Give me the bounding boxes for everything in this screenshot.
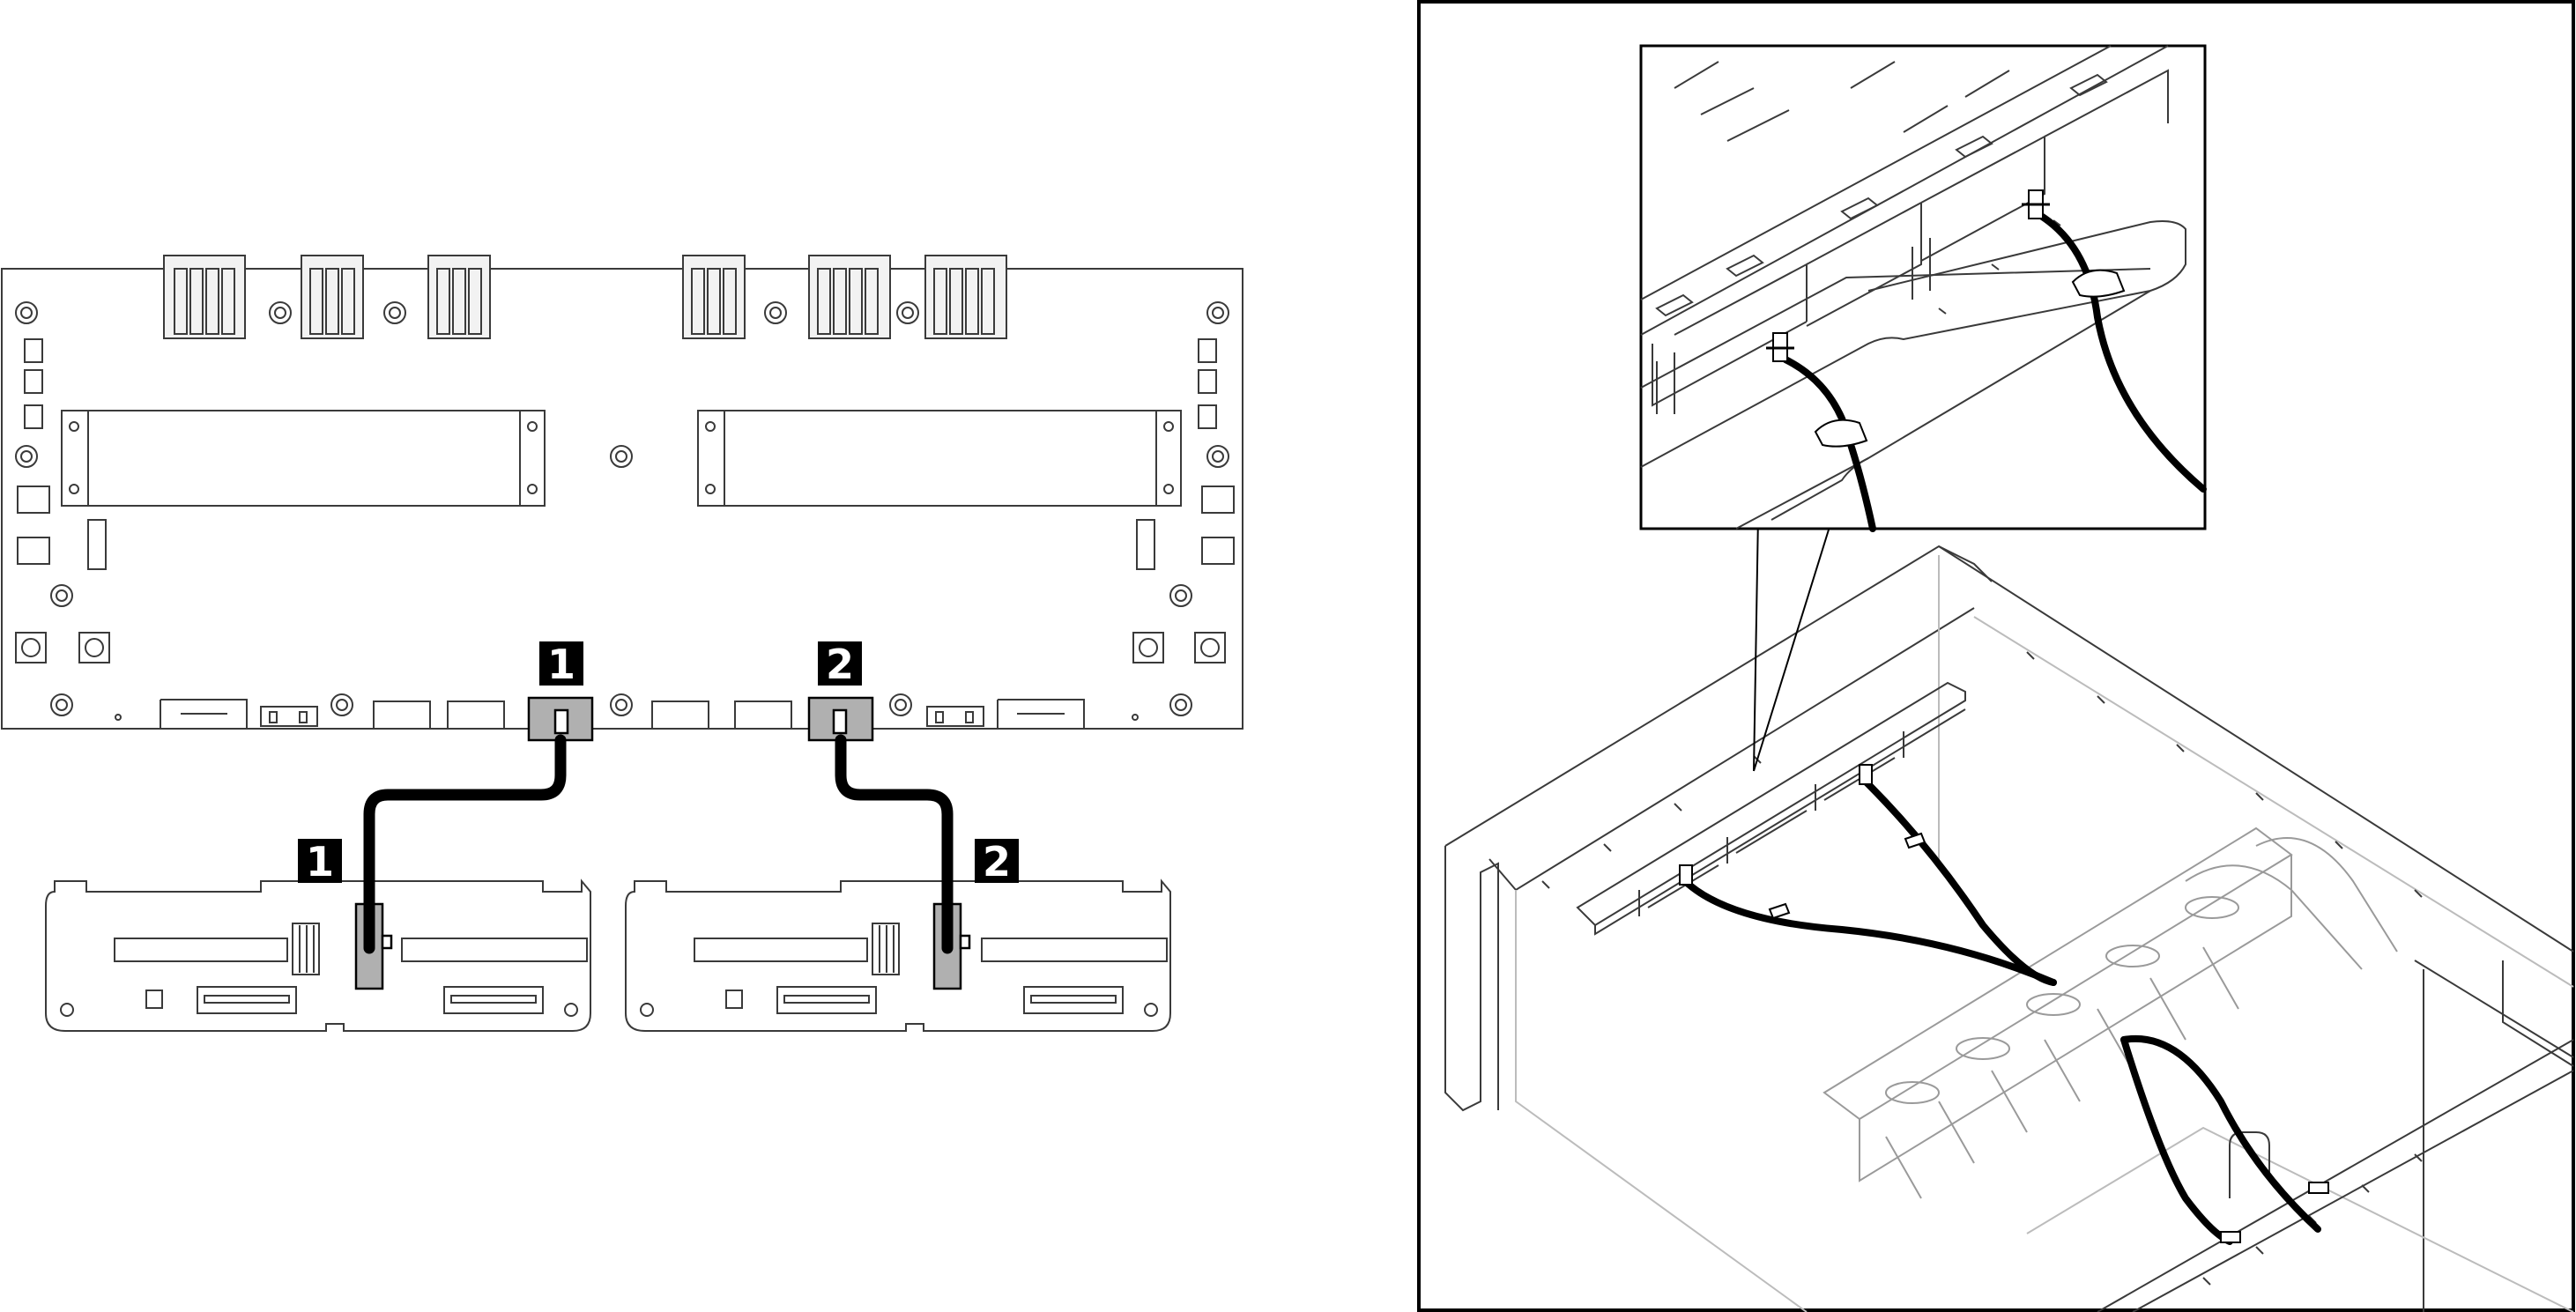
- board-modules: [61, 410, 1182, 507]
- cable-1: [363, 734, 567, 954]
- system-board-outline: [1, 268, 1243, 730]
- square-components: [15, 632, 1226, 663]
- callout-badge-backplane-1: 1: [298, 838, 342, 886]
- drive-backplane-left: [45, 878, 591, 1032]
- callout-number: 1: [306, 838, 334, 886]
- cables-left: [363, 734, 954, 954]
- callout-number: 2: [983, 838, 1011, 886]
- callout-badge-board-2: 2: [818, 641, 862, 688]
- top-slot-connectors: [163, 255, 1007, 339]
- callout-number: 2: [826, 641, 854, 688]
- cable-tie-icon: [1814, 269, 2126, 448]
- board-connector-1: [527, 696, 594, 742]
- board-connector-2: [807, 696, 874, 742]
- cable-2: [835, 734, 954, 954]
- zoom-inset: [1639, 44, 2207, 532]
- cable-tie-icon: [1768, 832, 1926, 920]
- screw-hole-icon: [15, 301, 1229, 716]
- fan-assembly: [1823, 826, 2398, 1199]
- bottom-edge-connectors: [115, 699, 1139, 730]
- magnifier-callout-lines: [1753, 515, 1834, 772]
- side-components: [17, 338, 1235, 570]
- cables-isometric: [1681, 779, 2321, 1245]
- system-board: [1, 255, 1243, 730]
- chassis-outline: [1444, 545, 2574, 1312]
- callout-number: 1: [547, 641, 575, 688]
- drive-backplane-right: [625, 878, 1171, 1032]
- isometric-view-panel: [1417, 0, 2575, 1312]
- isometric-connectors: [1679, 764, 2329, 1243]
- callout-badge-board-1: 1: [539, 641, 583, 688]
- backplane-rail: [1576, 681, 1966, 936]
- callout-badge-backplane-2: 2: [975, 838, 1019, 886]
